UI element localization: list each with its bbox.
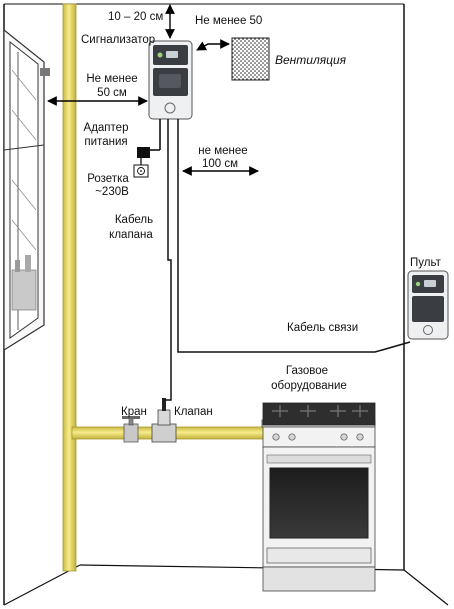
link-cable — [177, 119, 411, 353]
power-adapter-icon — [137, 119, 161, 166]
gas-valve-icon — [151, 398, 177, 443]
gas-tap-icon — [122, 416, 140, 443]
label-not-less-50-window-line2: 50 см — [97, 87, 127, 99]
label-valve-cable-line1: Кабель — [115, 214, 153, 226]
label-socket-line1: Розетка — [87, 173, 129, 185]
label-not-less-50-window-line1: Не менее — [86, 73, 137, 85]
label-gas-equipment-line2: оборудование — [271, 380, 347, 392]
label-signalizer: Сигнализатор — [81, 34, 155, 46]
ventilation-grille-icon — [231, 37, 270, 81]
dimension-lines — [47, 4, 259, 176]
label-remote: Пульт — [410, 257, 442, 269]
label-ventilation: Вентиляция — [275, 53, 347, 67]
remote-device — [407, 270, 449, 340]
window-icon — [3, 28, 50, 352]
arrow-horizontal-icon — [196, 39, 230, 51]
label-not-less-50-top: Не менее 50 — [195, 15, 262, 27]
label-tap: Кран — [121, 406, 147, 418]
label-socket-line2: ~230В — [95, 186, 129, 198]
gas-riser-pipe — [62, 3, 77, 572]
label-link-cable: Кабель связи — [287, 322, 358, 334]
label-gas-equipment-line1: Газовое — [286, 365, 328, 377]
label-adapter-line1: Адаптер — [84, 122, 129, 134]
label-adapter-line2: питания — [84, 136, 127, 148]
socket-icon — [133, 164, 149, 178]
label-distance-ceiling: 10 – 20 см — [108, 11, 163, 23]
valve-cable — [164, 119, 172, 401]
signalizer-device — [148, 40, 193, 120]
gas-stove-icon — [261, 402, 376, 592]
label-valve: Клапан — [174, 406, 213, 418]
label-valve-cable-line2: клапана — [109, 229, 153, 241]
label-not-less-100-line1: не менее — [198, 145, 247, 157]
label-not-less-100-line2: 100 см — [202, 158, 238, 170]
